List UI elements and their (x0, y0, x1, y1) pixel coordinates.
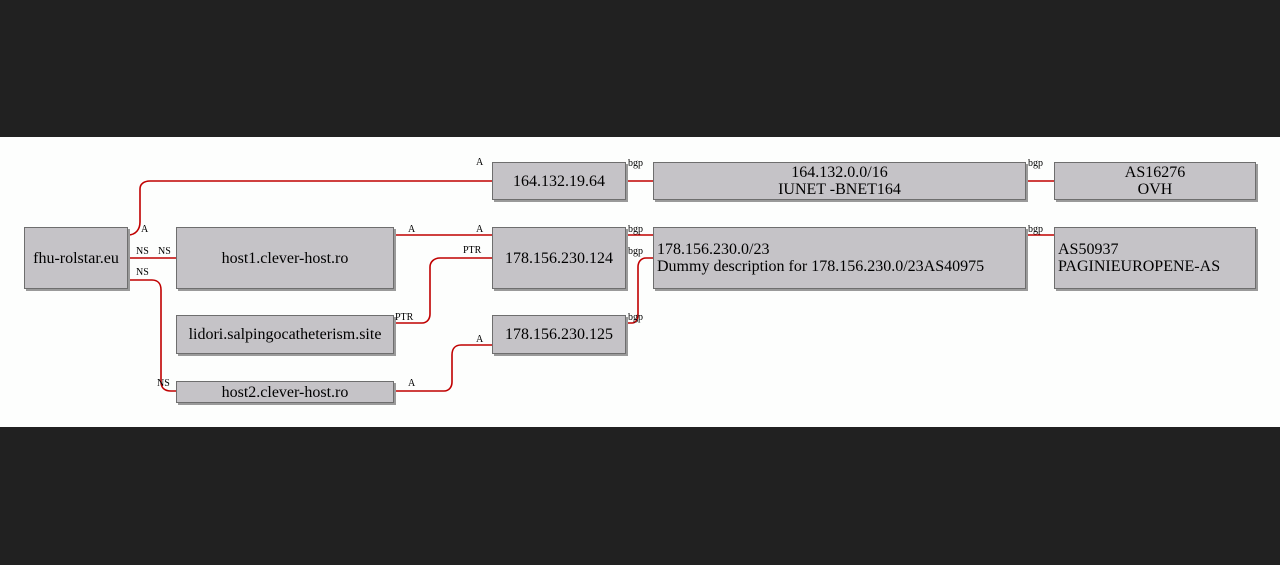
as-16276-node[interactable]: AS16276 OVH (1054, 162, 1256, 200)
edge-label-a: A (476, 157, 484, 168)
as-16276-number: AS16276 (1124, 164, 1186, 181)
ip-178-156-230-124-label: 178.156.230.124 (505, 249, 613, 267)
host2-node[interactable]: host2.clever-host.ro (176, 381, 394, 403)
diagram-canvas: fhu-rolstar.eu host1.clever-host.ro lido… (0, 137, 1280, 427)
edge-label-bgp: bgp (628, 158, 643, 169)
edge-label-ptr: PTR (463, 245, 482, 256)
as-50937-number: AS50937 (1058, 241, 1119, 258)
network-164-132-name: IUNET -BNET164 (778, 181, 901, 198)
network-178-156-node[interactable]: 178.156.230.0/23 Dummy description for 1… (653, 227, 1026, 289)
edge-host2-a-ip-230-125 (394, 344, 492, 392)
edge-label-a: A (476, 334, 484, 345)
edge-label-ns: NS (157, 378, 170, 389)
edge-label-ns: NS (136, 246, 149, 257)
host1-node-label: host1.clever-host.ro (221, 249, 349, 267)
lidori-node[interactable]: lidori.salpingocatheterism.site (176, 315, 394, 354)
edge-ip-230-125-bgp-net-178 (626, 257, 653, 324)
ip-164-132-19-64-node[interactable]: 164.132.19.64 (492, 162, 626, 200)
network-164-132-prefix: 164.132.0.0/16 (791, 164, 888, 181)
as-16276-name: OVH (1137, 181, 1173, 198)
edge-label-a: A (141, 224, 149, 235)
ip-164-132-19-64-label: 164.132.19.64 (513, 172, 605, 190)
edge-domain-a-ip-19-64 (127, 180, 492, 236)
edge-label-a: A (408, 378, 416, 389)
edge-label-a: A (408, 224, 416, 235)
lidori-node-label: lidori.salpingocatheterism.site (188, 326, 382, 343)
edge-label-bgp: bgp (628, 224, 643, 235)
network-178-156-prefix: 178.156.230.0/23 (657, 241, 770, 258)
as-50937-name: PAGINIEUROPENE-AS (1058, 258, 1221, 275)
edge-domain-ns-host2 (128, 279, 176, 392)
edge-label-bgp: bgp (1028, 158, 1043, 169)
host2-node-label: host2.clever-host.ro (221, 383, 349, 401)
ip-178-156-230-125-node[interactable]: 178.156.230.125 (492, 315, 626, 354)
edge-label-ptr: PTR (395, 312, 414, 323)
ip-178-156-230-124-node[interactable]: 178.156.230.124 (492, 227, 626, 289)
edge-label-bgp: bgp (1028, 224, 1043, 235)
domain-node-label: fhu-rolstar.eu (33, 249, 119, 267)
ip-178-156-230-125-label: 178.156.230.125 (505, 326, 613, 343)
network-164-132-node[interactable]: 164.132.0.0/16 IUNET -BNET164 (653, 162, 1026, 200)
edge-label-a: A (476, 224, 484, 235)
edge-label-ns: NS (158, 246, 171, 257)
host1-node[interactable]: host1.clever-host.ro (176, 227, 394, 289)
domain-node[interactable]: fhu-rolstar.eu (24, 227, 128, 289)
as-50937-node[interactable]: AS50937 PAGINIEUROPENE-AS (1054, 227, 1256, 289)
edge-label-bgp: bgp (628, 246, 643, 257)
network-178-156-description: Dummy description for 178.156.230.0/23AS… (657, 258, 985, 275)
edge-label-bgp: bgp (628, 312, 643, 323)
edge-layer (127, 180, 1054, 392)
edge-label-ns: NS (136, 267, 149, 278)
edge-lidori-ptr-ip-230-124 (394, 257, 492, 324)
